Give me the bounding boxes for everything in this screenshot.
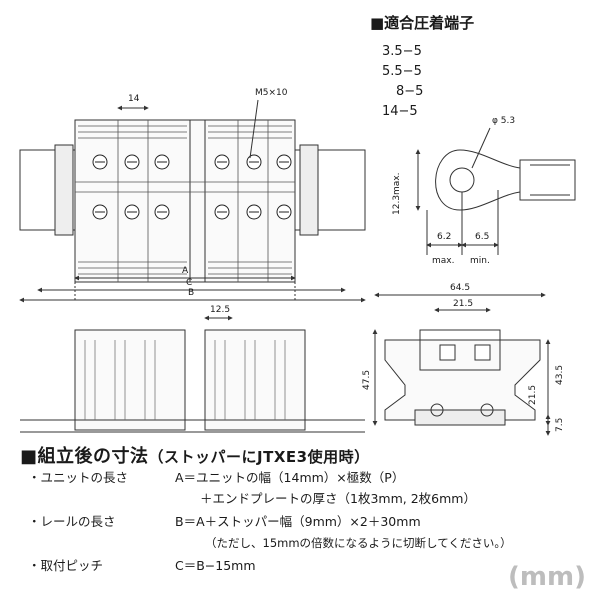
- section-title: ■組立後の寸法（ストッパーにJTXE3使用時）: [20, 442, 370, 468]
- unit-label: (mm): [508, 562, 586, 592]
- pitch-label: 14: [128, 94, 140, 104]
- dim-c-label: C: [186, 278, 193, 288]
- side-h2-label: 43.5: [555, 364, 565, 385]
- lug-width2-label: 6.5: [475, 232, 490, 242]
- note-formula: （ただし、15mmの倍数になるように切断してください。）: [205, 536, 512, 550]
- note-label: ・ユニットの長さ: [28, 470, 129, 485]
- note-formula: C＝B−15mm: [175, 558, 256, 573]
- terminals-title: ■適合圧着端子: [370, 14, 475, 32]
- terminal-size: 8−5: [396, 84, 424, 99]
- note-formula: B＝A＋ストッパー幅（9mm）×2＋30mm: [175, 514, 421, 529]
- note-formula: A＝ユニットの幅（14mm）×極数（P）: [175, 470, 405, 485]
- side-h4-label: 7.5: [555, 417, 565, 432]
- screw-label: M5×10: [255, 88, 288, 98]
- side-h3-label: 21.5: [528, 384, 538, 405]
- terminal-block-outline: [74, 119, 296, 283]
- note-formula: ＋エンドプレートの厚さ（1枚3mm, 2枚6mm）: [200, 491, 476, 506]
- dim-b-label: B: [188, 288, 195, 298]
- section-subtitle: （ストッパーにJTXE3使用時）: [148, 448, 370, 466]
- note-label: ・取付ピッチ: [28, 558, 104, 573]
- lug-width1-label: 6.2: [437, 232, 452, 242]
- lug-height-label: 12.3max.: [392, 172, 402, 215]
- section-title-text: ■組立後の寸法: [20, 446, 149, 467]
- lug-width1-note: max.: [432, 256, 455, 266]
- dim-a-label: A: [182, 266, 189, 276]
- right-stopper: [299, 144, 319, 236]
- terminal-size: 5.5−5: [382, 64, 422, 79]
- side-inner-label: 21.5: [453, 299, 474, 309]
- side-total-label: 64.5: [450, 283, 471, 293]
- side-h1-label: 47.5: [362, 369, 372, 390]
- side-view: [372, 292, 551, 436]
- front-pitch-label: 12.5: [210, 305, 231, 315]
- terminal-size: 3.5−5: [382, 44, 422, 59]
- top-view: [19, 99, 366, 303]
- left-stopper: [54, 144, 74, 236]
- terminal-size: 14−5: [382, 104, 418, 119]
- front-view: [20, 315, 365, 433]
- terminal-size-list: 3.5−5 5.5−5 8−5 14−5: [382, 42, 423, 122]
- lug-hole-label: φ 5.3: [492, 116, 516, 126]
- lug-width2-note: min.: [470, 256, 490, 266]
- note-label: ・レールの長さ: [28, 514, 116, 529]
- crimp-lug-drawing: [415, 127, 576, 255]
